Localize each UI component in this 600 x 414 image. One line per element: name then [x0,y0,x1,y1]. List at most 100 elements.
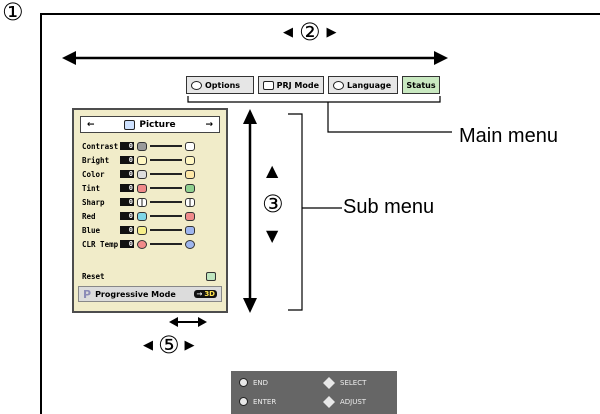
row-value: 0 [120,156,134,164]
color-low-icon [137,169,147,179]
right-triangle-icon: ▶ [184,337,195,353]
progressive-mode-row[interactable]: P Progressive Mode →3D [78,286,222,302]
slider-track[interactable] [150,243,182,245]
guide-enter: ENTER [239,397,276,406]
menu-row-bright[interactable]: Bright 0 [82,154,222,166]
step-2-marker: ② [299,18,321,46]
progressive-3d-badge: →3D [194,290,217,298]
slider-track[interactable] [150,159,182,161]
row-label: CLR Temp [82,239,119,249]
sub-menu-move-indicator: ◀ ⑤ ▶ [143,333,195,357]
tab-language-label: Language [347,80,392,90]
brightness-high-icon [185,155,195,165]
left-triangle-icon: ◀ [283,24,293,40]
language-bubble-icon [333,80,344,90]
slider-track[interactable] [150,187,182,189]
tab-options-label: Options [205,80,241,90]
reset-label: Reset [82,271,105,281]
clr-temp-warm-icon [137,239,147,249]
sub-menu-span-arrow [243,109,257,313]
contrast-low-icon [137,141,147,151]
row-label: Bright [82,155,110,165]
guide-adjust: ADJUST [323,396,366,408]
left-triangle-icon: ◀ [143,337,153,353]
button-guide-bar: END ENTER SELECT ADJUST [231,371,397,414]
tab-language[interactable]: Language [328,76,398,94]
row-value: 0 [120,198,134,206]
reset-icon [206,271,216,281]
blue-high-icon [185,225,195,235]
tab-prj-mode-label: PRJ Mode [276,80,319,90]
sub-menu-horizontal-arrow [169,317,207,327]
menu-row-red[interactable]: Red 0 [82,210,222,222]
slider-track[interactable] [150,173,182,175]
row-value: 0 [120,240,134,248]
slider-track[interactable] [150,215,182,217]
frame-top-line [40,13,600,15]
tab-status[interactable]: Status [402,76,440,94]
blue-low-icon [137,225,147,235]
contrast-high-icon [185,141,195,151]
guide-select: SELECT [323,377,366,389]
slider-track[interactable] [150,145,182,147]
tab-options[interactable]: Options [186,76,254,94]
step-5-marker: ⑤ [158,331,180,359]
tab-prj-mode[interactable]: PRJ Mode [258,76,324,94]
menu-row-contrast[interactable]: Contrast 0 [82,140,222,152]
picture-icon [124,119,136,130]
menu-button-icon [239,378,248,387]
red-low-icon [137,211,147,221]
row-value: 0 [120,170,134,178]
picture-sub-menu: ← Picture → Contrast 0 Bright 0 Color 0 … [72,108,228,313]
brightness-low-icon [137,155,147,165]
projector-mode-icon [263,80,274,90]
main-menu-span-arrow [62,51,448,65]
step-3-marker: ③ [262,190,284,218]
main-menu-bracket [187,96,452,133]
right-triangle-icon: ▶ [326,24,337,40]
row-value: 0 [120,212,134,220]
row-value: 0 [120,142,134,150]
down-triangle-icon: ▼ [266,226,279,245]
tint-red-icon [137,183,147,193]
sharp-low-icon [137,197,147,207]
row-label: Red [82,211,96,221]
menu-row-blue[interactable]: Blue 0 [82,224,222,236]
progressive-mode-label: Progressive Mode [95,289,176,299]
slider-track[interactable] [150,201,182,203]
color-high-icon [185,169,195,179]
sub-menu-label: Sub menu [343,196,435,218]
sub-menu-bracket [288,113,342,311]
guide-end-label: END [253,378,269,387]
tab-status-label: Status [406,80,436,90]
main-menu-label: Main menu [459,125,558,147]
clr-temp-cool-icon [185,239,195,249]
menu-row-sharp[interactable]: Sharp 0 [82,196,222,208]
row-label: Sharp [82,197,105,207]
row-label: Blue [82,225,101,235]
options-icon [191,80,202,90]
progressive-p-icon: P [83,287,92,301]
row-value: 0 [120,226,134,234]
frame-left-line [40,13,42,414]
sub-menu-header: ← Picture → [80,116,220,133]
select-pad-icon [323,377,335,389]
guide-select-label: SELECT [340,379,367,387]
sub-menu-title: Picture [139,119,176,130]
up-triangle-icon: ▲ [266,161,279,180]
adjust-pad-icon [323,396,335,408]
right-arrow-icon[interactable]: → [205,119,213,130]
sharp-high-icon [185,197,195,207]
guide-adjust-label: ADJUST [340,398,367,406]
row-value: 0 [120,184,134,192]
menu-row-color[interactable]: Color 0 [82,168,222,180]
step-1-marker: ① [2,0,24,26]
menu-row-tint[interactable]: Tint 0 [82,182,222,194]
row-label: Contrast [82,141,119,151]
menu-row-clr-temp[interactable]: CLR Temp 0 [82,238,222,250]
row-label: Tint [82,183,101,193]
row-label: Color [82,169,105,179]
slider-track[interactable] [150,229,182,231]
left-arrow-icon[interactable]: ← [87,119,95,130]
menu-row-reset[interactable]: Reset [82,270,222,282]
